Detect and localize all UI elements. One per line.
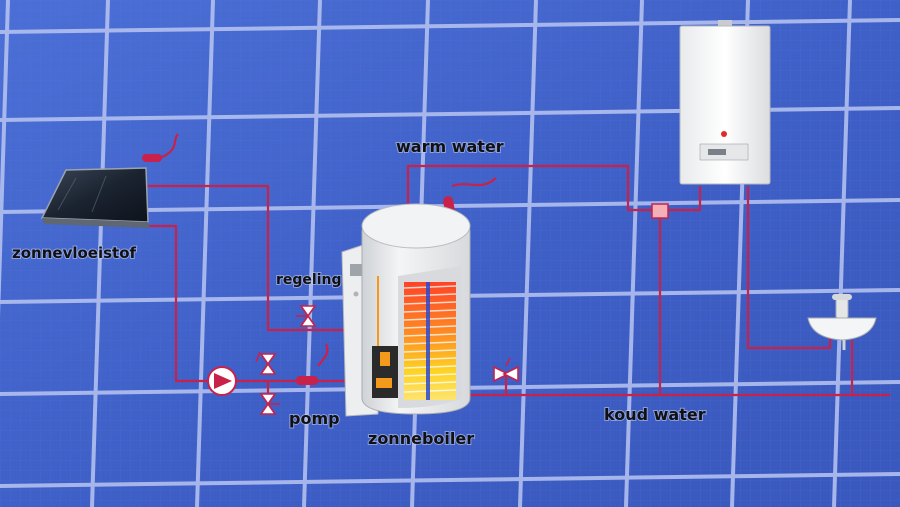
valve-icon <box>259 393 280 415</box>
solar-boiler-icon <box>341 203 471 417</box>
mixing-valve-icon <box>651 203 669 219</box>
temperature-sensor-icon <box>142 154 162 162</box>
label-regulation: regeling <box>276 272 342 288</box>
label-solar-boiler: zonneboiler <box>368 429 474 448</box>
label-cold-water: koud water <box>604 405 706 424</box>
grid-line-vertical <box>624 0 644 507</box>
valve-icon <box>255 351 277 375</box>
sensor-cable-boiler <box>451 177 497 188</box>
heater-to-sink-pipe <box>746 186 832 350</box>
valve-icon <box>296 305 317 327</box>
grid-line-vertical <box>832 0 852 507</box>
sensor-cable-collector <box>159 133 179 160</box>
grid-line-horizontal <box>0 18 900 34</box>
label-collector: zonnevloeistof <box>12 244 137 262</box>
label-warm-water: warm water <box>396 137 504 156</box>
grid-line-vertical <box>195 0 215 507</box>
sink-icon <box>807 294 877 350</box>
valve-icon <box>493 357 519 383</box>
solar-panel-icon <box>40 167 150 228</box>
grid-line-horizontal <box>0 472 900 488</box>
grid-line-vertical <box>302 0 322 507</box>
sensor-cable-pump <box>317 343 329 367</box>
wall-heater-icon <box>679 20 771 185</box>
pipe-network <box>146 133 890 410</box>
collector-supply-pipe <box>146 184 350 332</box>
pump-icon <box>207 366 237 396</box>
grid-line-vertical <box>0 0 10 317</box>
warm-water-pipe <box>406 164 702 212</box>
temperature-sensor-icon <box>296 376 318 385</box>
grid-line-vertical <box>518 0 538 507</box>
grid-line-vertical <box>90 0 110 507</box>
collector-return-pipe <box>146 224 208 383</box>
label-pump: pomp <box>289 409 340 428</box>
